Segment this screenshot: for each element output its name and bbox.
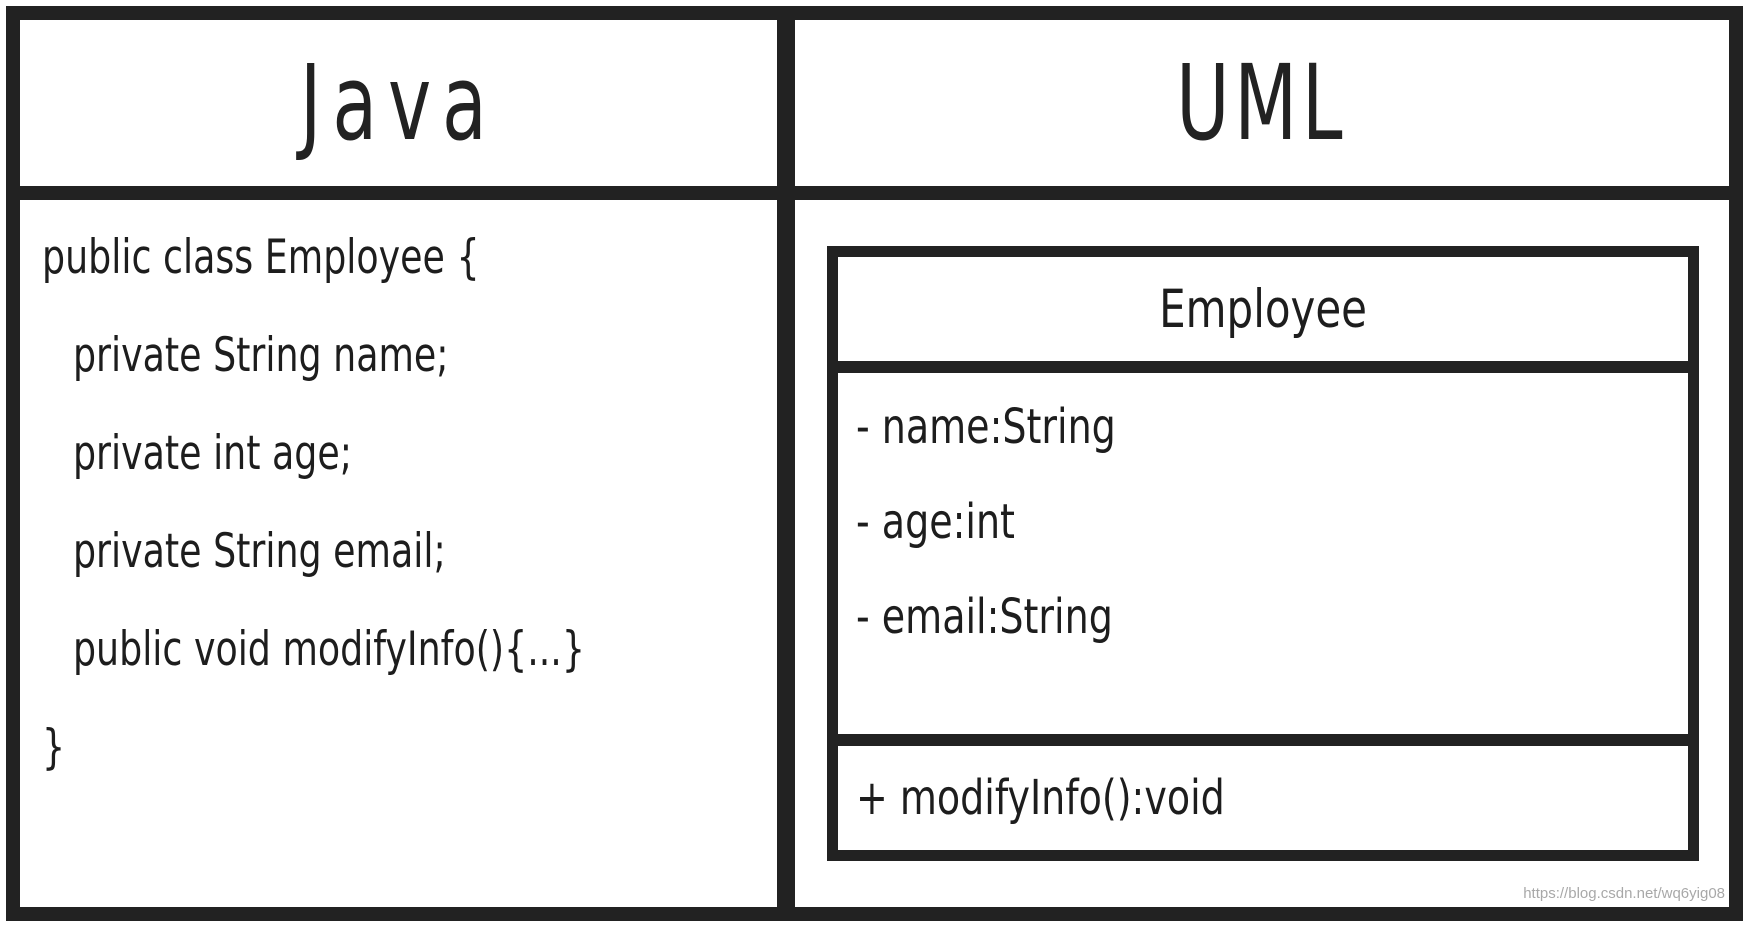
java-code-listing: public class Employee { private String n… <box>20 200 777 907</box>
uml-name-compartment: Employee <box>838 257 1688 361</box>
code-line: public class Employee { <box>42 230 480 285</box>
uml-class-name: Employee <box>1159 278 1367 340</box>
uml-attributes-compartment: - name:String - age:int - email:String <box>838 373 1688 734</box>
java-code-cell: public class Employee { private String n… <box>20 200 777 907</box>
uml-attribute: - name:String <box>856 399 1116 455</box>
java-uml-comparison-frame: Java UML public class Employee { private… <box>6 6 1743 921</box>
code-line: public void modifyInfo(){...} <box>72 622 585 677</box>
uml-attribute: - age:int <box>856 494 1015 550</box>
uml-method: + modifyInfo():void <box>856 770 1225 826</box>
code-line: private int age; <box>72 426 353 481</box>
java-column-title: Java <box>299 42 498 164</box>
watermark-text: https://blog.csdn.net/wq6yig08 <box>1523 885 1725 902</box>
java-header-cell: Java <box>20 20 777 186</box>
comparison-header-row: Java UML <box>6 6 1743 186</box>
uml-column-title: UML <box>1176 42 1348 164</box>
uml-methods-compartment: + modifyInfo():void <box>838 746 1688 850</box>
uml-class-box: Employee - name:String - age:int - email… <box>827 246 1699 861</box>
uml-header-cell: UML <box>795 20 1729 186</box>
uml-diagram-cell: Employee - name:String - age:int - email… <box>795 200 1729 907</box>
code-line: private String email; <box>72 524 446 579</box>
uml-attribute: - email:String <box>856 589 1113 645</box>
code-line: private String name; <box>72 328 449 383</box>
code-line: } <box>42 720 66 775</box>
comparison-body-row: public class Employee { private String n… <box>6 186 1743 921</box>
